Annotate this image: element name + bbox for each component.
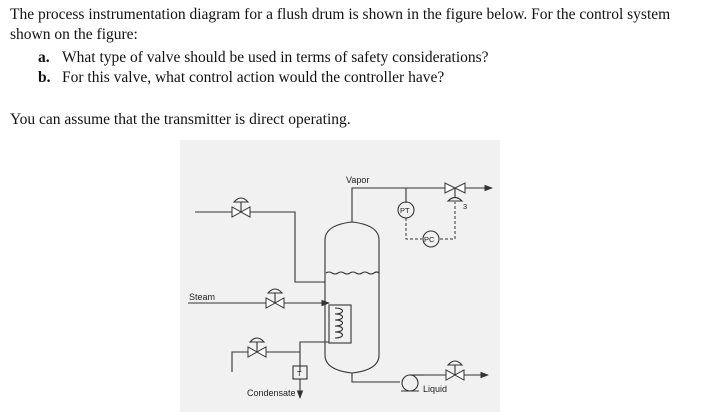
valve-number: 3 [463,202,467,211]
pressure-controller [422,230,440,248]
liquid-pump [401,374,424,392]
feed-valve [231,197,251,218]
pt-tag: PT [400,206,410,215]
flash-drum-diagram: Vapor 3 PT PC [180,140,500,412]
question-part-b: b. For this valve, what control action w… [38,68,698,88]
part-label: a. [38,49,50,66]
trap-tag: T [297,369,302,378]
pc-tag: PC [424,235,435,244]
steam-valve [265,288,285,309]
heating-coil [334,307,344,339]
question-intro: The process instrumentation diagram for … [10,6,671,43]
part-label: b. [38,69,51,86]
condensate-label: Condensate [247,388,296,398]
condensate-line [299,341,329,372]
liquid-label: Liquid [423,384,447,394]
part-text: For this valve, what control action woul… [62,69,445,86]
steam-label: Steam [189,292,215,302]
liquid-level-line [325,271,380,275]
question-note: You can assume that the transmitter is d… [10,111,351,128]
bypass-line [231,351,300,372]
question-part-a: a. What type of valve should be used in … [38,48,698,68]
flash-drum-vessel [324,221,380,374]
feed-line [195,211,325,283]
bypass-valve [247,337,267,358]
liquid-line [351,373,400,383]
vapor-label: Vapor [346,175,369,185]
controller-signal-line [440,202,456,240]
transmitter-signal-line [405,218,422,240]
diagram-svg: Vapor 3 PT PC [188,175,500,400]
vapor-line [351,187,445,222]
heating-coil-box [328,304,352,344]
question-parts: a. What type of valve should be used in … [38,48,698,88]
liquid-valve [445,360,465,381]
part-text: What type of valve should be used in ter… [62,49,489,66]
vapor-control-valve [444,182,466,202]
